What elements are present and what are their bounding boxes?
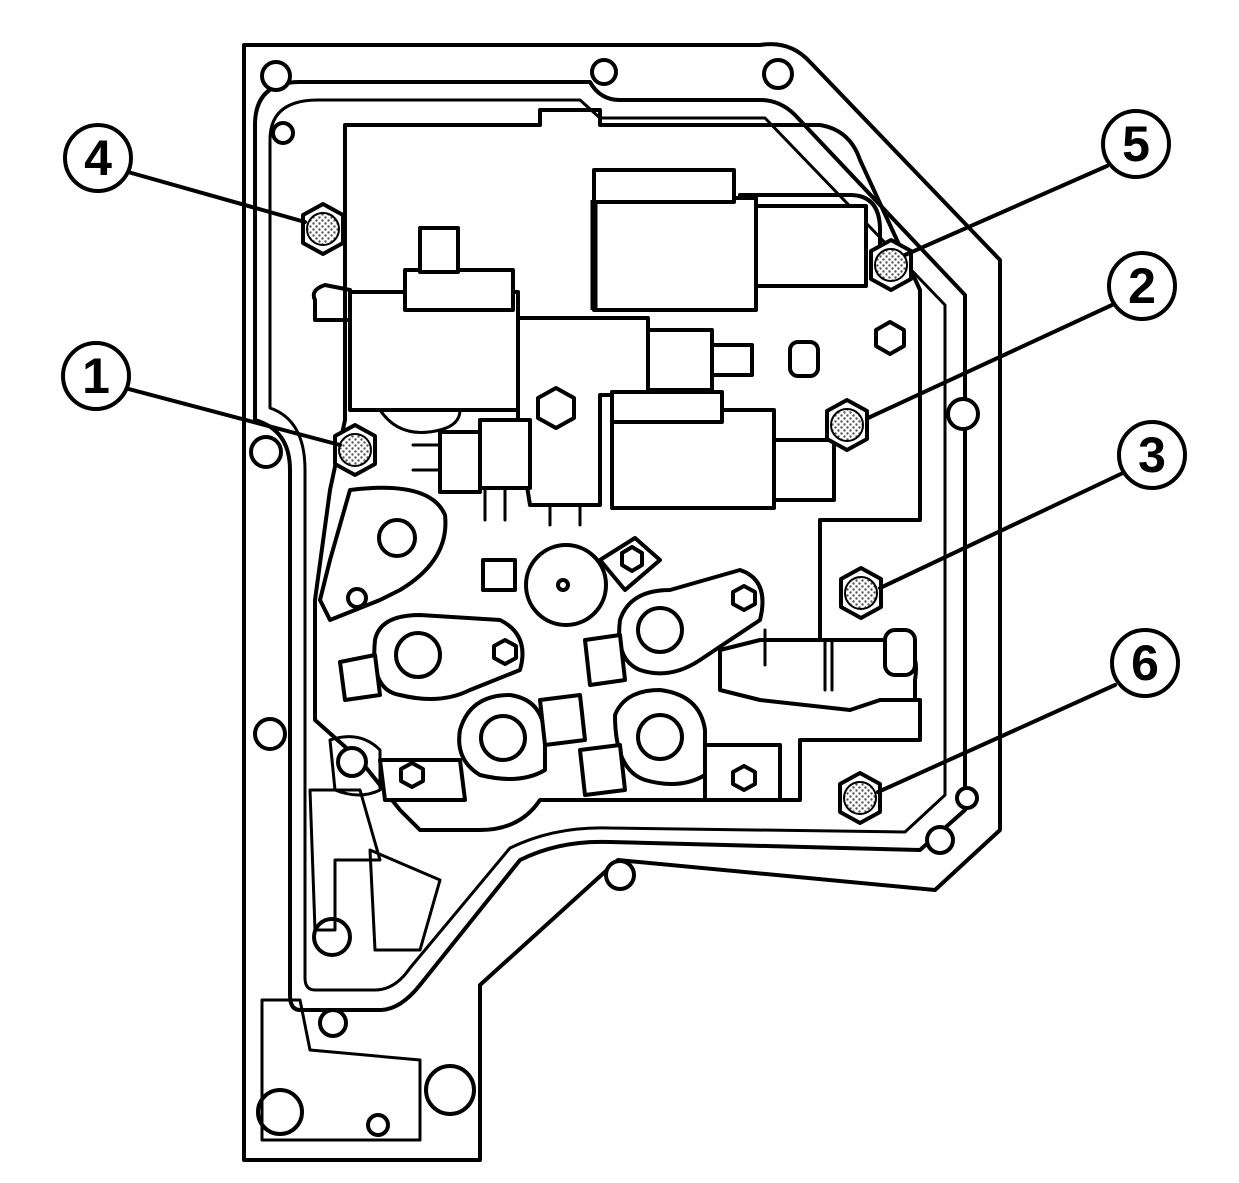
- svg-text:3: 3: [1138, 427, 1166, 483]
- svg-text:5: 5: [1122, 116, 1150, 172]
- top-solenoid-cap: [592, 168, 736, 204]
- callout-3: 3: [1117, 420, 1187, 490]
- leader-3: [878, 470, 1127, 590]
- left-solenoid-connector: [403, 268, 515, 312]
- shift-solenoid-d: [578, 688, 782, 802]
- shift-solenoid-c: [378, 693, 587, 802]
- svg-text:4: 4: [84, 130, 112, 186]
- passage-lower-left-2: [308, 788, 382, 932]
- callout-2: 2: [1107, 251, 1177, 321]
- plate-holes: [249, 58, 980, 1137]
- callout-4: 4: [63, 123, 133, 193]
- lower-left-cover: [328, 735, 382, 797]
- top-solenoid-stem: [754, 204, 868, 288]
- callout-1: 1: [61, 341, 131, 411]
- callout-6: 6: [1110, 628, 1180, 698]
- svg-text:6: 6: [1131, 635, 1159, 691]
- passage-lower-left-3: [368, 848, 442, 952]
- leader-4: [126, 170, 307, 224]
- bolt-3: [839, 566, 883, 620]
- leader-2: [866, 303, 1114, 420]
- bolt-2: [825, 398, 869, 452]
- callout-5: 5: [1101, 109, 1171, 179]
- bolt-1: [333, 423, 377, 477]
- leader-6: [876, 683, 1117, 794]
- left-link-arm: [318, 485, 448, 622]
- leader-1: [123, 386, 342, 447]
- svg-text:1: 1: [82, 348, 110, 404]
- svg-text:2: 2: [1128, 258, 1156, 314]
- valve-body-housing: [313, 108, 922, 832]
- top-solenoid-wire: [738, 193, 882, 262]
- bolt-6: [838, 771, 882, 825]
- passage-lower-left: [260, 998, 422, 1142]
- plate-outline: [242, 42, 1002, 1162]
- shift-solenoid-a: [338, 613, 525, 702]
- gasket-channel-inner: [268, 98, 947, 992]
- top-solenoid: [592, 196, 758, 312]
- bolt-5: [869, 238, 913, 292]
- center-hex-bolt: [536, 386, 576, 430]
- shift-solenoid-b: [583, 568, 765, 687]
- right-solenoid: [610, 408, 776, 510]
- leader-5: [903, 164, 1109, 257]
- bolt-4: [301, 202, 345, 256]
